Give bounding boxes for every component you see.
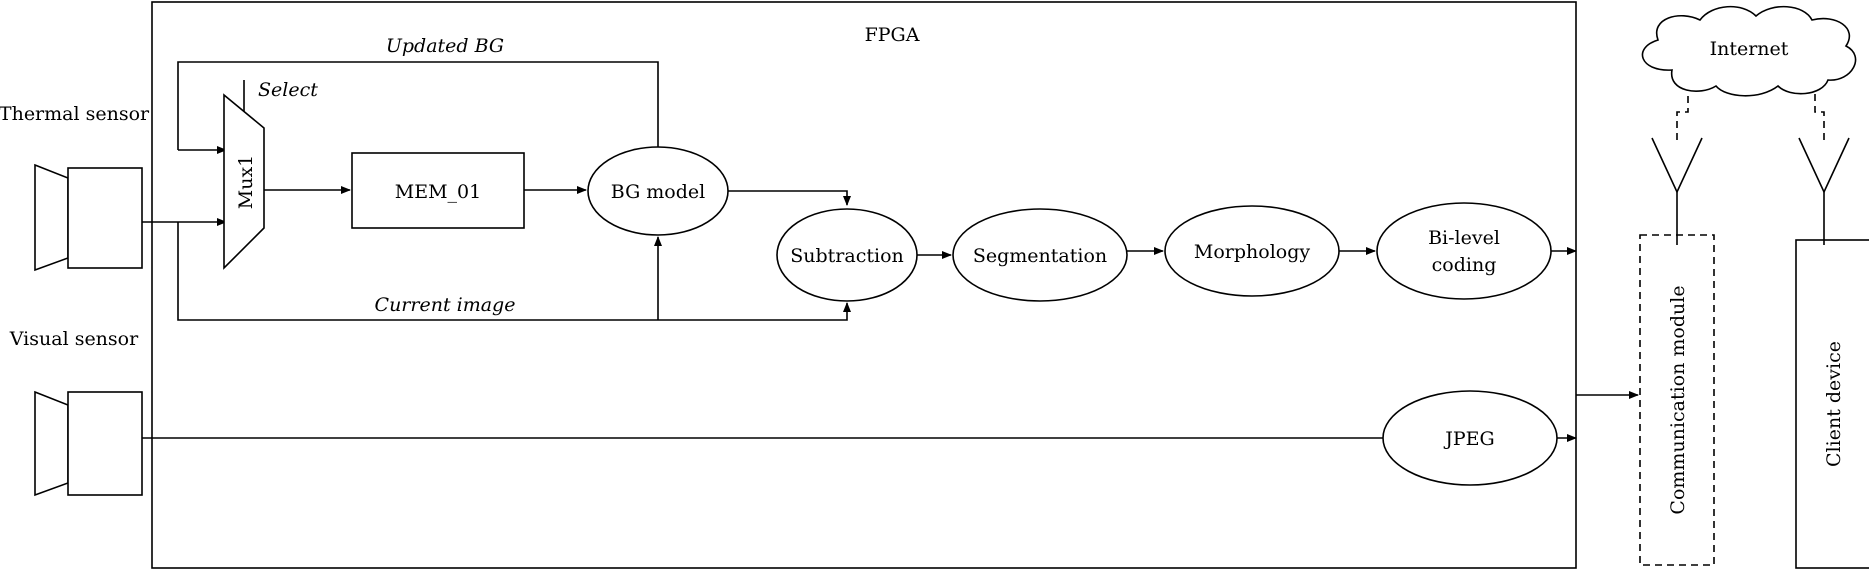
thermal-sensor-label: Thermal sensor: [0, 103, 150, 125]
mux1-block: [223, 93, 265, 270]
client-internet-link: [1814, 88, 1825, 140]
visual-sensor-label: Visual sensor: [9, 328, 139, 350]
bgmodel-to-subtraction-arrow: [728, 190, 851, 206]
bilevel-label-line2: coding: [1432, 254, 1497, 276]
mux1-label: Mux1: [235, 155, 257, 210]
bilevel-label-line1: Bi-level: [1428, 227, 1500, 249]
thermal-feed-lines: [142, 218, 851, 321]
jpeg-label: JPEG: [1443, 428, 1494, 450]
client-device-label: Client device: [1823, 341, 1845, 467]
subtraction-label: Subtraction: [790, 245, 904, 267]
communication-module-label: Communication module: [1667, 285, 1689, 514]
internet-label: Internet: [1710, 38, 1789, 60]
fpga-title: FPGA: [865, 24, 920, 46]
client-device-block: [1795, 239, 1869, 569]
client-antenna-icon: [1798, 137, 1850, 245]
segmentation-label: Segmentation: [973, 245, 1107, 267]
bilevel-coding-block: [1376, 202, 1552, 300]
mem01-label: MEM_01: [395, 181, 481, 203]
current-image-label: Current image: [375, 294, 516, 316]
bg-model-label: BG model: [611, 181, 705, 203]
updated-bg-label: Updated BG: [386, 35, 504, 57]
select-label: Select: [258, 79, 318, 101]
thermal-camera-icon: [34, 163, 143, 272]
internet-cloud-icon: [1641, 5, 1857, 97]
comm-antenna-icon: [1651, 137, 1703, 245]
comm-internet-link: [1676, 88, 1689, 140]
updated-bg-loop: [177, 61, 659, 154]
segmentation-block: [952, 208, 1128, 302]
visual-camera-icon: [34, 390, 143, 497]
mem01-block: [351, 152, 525, 229]
morphology-label: Morphology: [1194, 241, 1310, 263]
